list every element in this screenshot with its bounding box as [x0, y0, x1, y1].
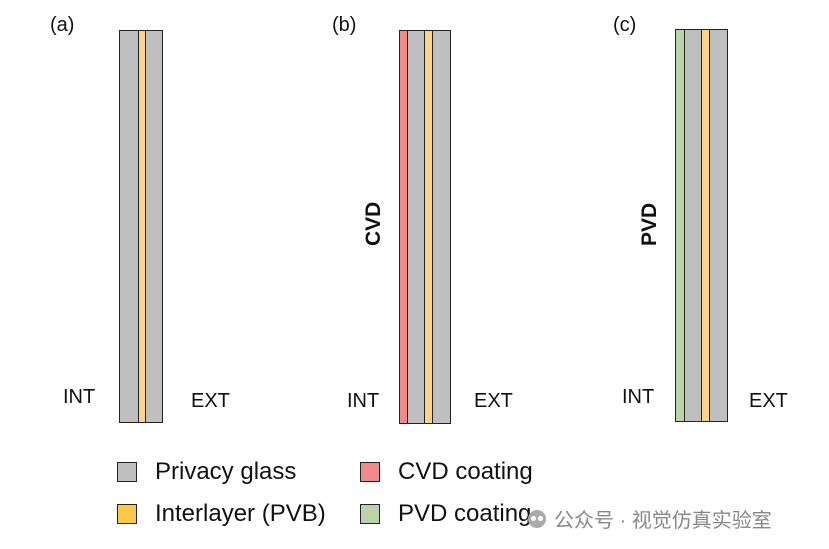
- legend-label: Interlayer (PVB): [155, 500, 326, 527]
- legend-label: CVD coating: [398, 458, 533, 485]
- int-label: INT: [622, 386, 655, 408]
- legend-item-pvd-coating: PVD coating: [360, 500, 531, 528]
- privacy-glass-layer: [119, 30, 139, 423]
- privacy-glass-layer: [709, 29, 728, 422]
- ext-label: EXT: [749, 390, 788, 412]
- cvd-vertical-label: CVD: [362, 201, 385, 246]
- watermark: 公众号 · 视觉仿真实验室: [528, 504, 772, 533]
- privacy-glass-layer: [145, 30, 163, 423]
- privacy-glass-layer: [407, 30, 425, 424]
- int-label: INT: [63, 386, 96, 408]
- legend-item-interlayer: Interlayer (PVB): [117, 500, 326, 528]
- watermark-text: 公众号 · 视觉仿真实验室: [554, 510, 772, 532]
- legend-item-cvd-coating: CVD coating: [360, 458, 533, 486]
- swatch-cvd-coating: [360, 462, 380, 482]
- privacy-glass-layer: [432, 30, 451, 424]
- ext-label: EXT: [474, 390, 513, 412]
- legend-item-privacy-glass: Privacy glass: [117, 458, 296, 486]
- swatch-privacy-glass: [117, 462, 137, 482]
- privacy-glass-layer: [684, 29, 702, 422]
- panel-label-c: (c): [613, 14, 637, 36]
- panel-label-a: (a): [50, 14, 75, 36]
- int-label: INT: [347, 390, 380, 412]
- pvd-vertical-label: PVD: [638, 202, 661, 246]
- ext-label: EXT: [191, 390, 230, 412]
- legend-label: PVD coating: [398, 500, 532, 527]
- wechat-icon: [528, 509, 546, 528]
- panel-label-b: (b): [332, 14, 357, 36]
- swatch-pvd-coating: [360, 504, 380, 524]
- swatch-interlayer: [117, 504, 137, 524]
- legend-label: Privacy glass: [155, 458, 297, 485]
